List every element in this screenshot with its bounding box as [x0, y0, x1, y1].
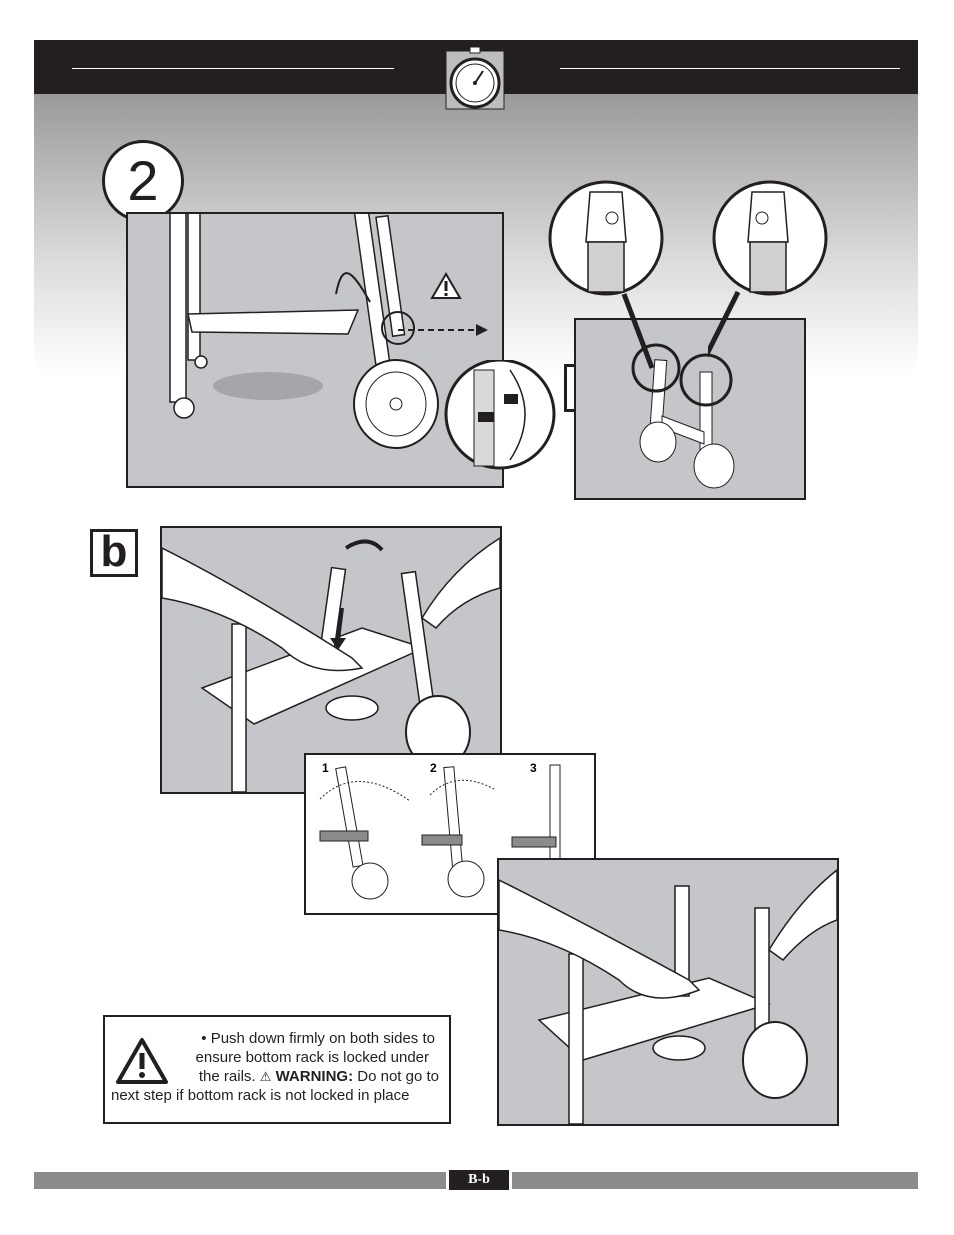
leg-orientation-illustration [574, 318, 806, 500]
warning-triangle-icon [430, 272, 462, 300]
header-rule-right [560, 68, 900, 69]
warning-line3-post: Do not go to [357, 1068, 439, 1085]
warning-bullet: • [201, 1030, 207, 1047]
warning-label: WARNING: [275, 1068, 354, 1085]
sequence-step-1: 1 [322, 761, 329, 775]
warning-line-3: the rails. ⚠ WARNING: Do not go to [111, 1067, 443, 1086]
bolt-detail-callout [444, 360, 560, 476]
bottom-rack-install-illustration [160, 526, 502, 794]
stopwatch-icon [445, 47, 505, 111]
sequence-step-2: 2 [430, 761, 437, 775]
sequence-step-3: 3 [530, 761, 537, 775]
leg-end-detail-left [548, 180, 668, 380]
warning-line-4: next step if bottom rack is not locked i… [111, 1087, 410, 1104]
warning-line3-pre: the rails. [198, 1068, 256, 1085]
rack-locked-illustration [497, 858, 839, 1126]
warning-line1-text: Push down firmly on both sides to [210, 1030, 435, 1047]
warning-triangle-icon [115, 1037, 169, 1085]
warning-line-2: ensure bottom rack is locked under [195, 1049, 429, 1066]
warning-small-triangle-icon: ⚠ [259, 1069, 272, 1084]
step-number: 2 [102, 140, 184, 222]
warning-text: • Push down firmly on both sides to ensu… [111, 1029, 443, 1105]
warning-note-box: • Push down firmly on both sides to ensu… [103, 1015, 451, 1124]
leg-end-detail-right [708, 180, 832, 380]
header-rule-left [72, 68, 394, 69]
page-number: B-b [446, 1170, 512, 1190]
panel-label-b: b [90, 529, 138, 577]
cart-assembly-illustration [126, 212, 504, 488]
warning-line-1: • Push down firmly on both sides to [111, 1029, 443, 1048]
